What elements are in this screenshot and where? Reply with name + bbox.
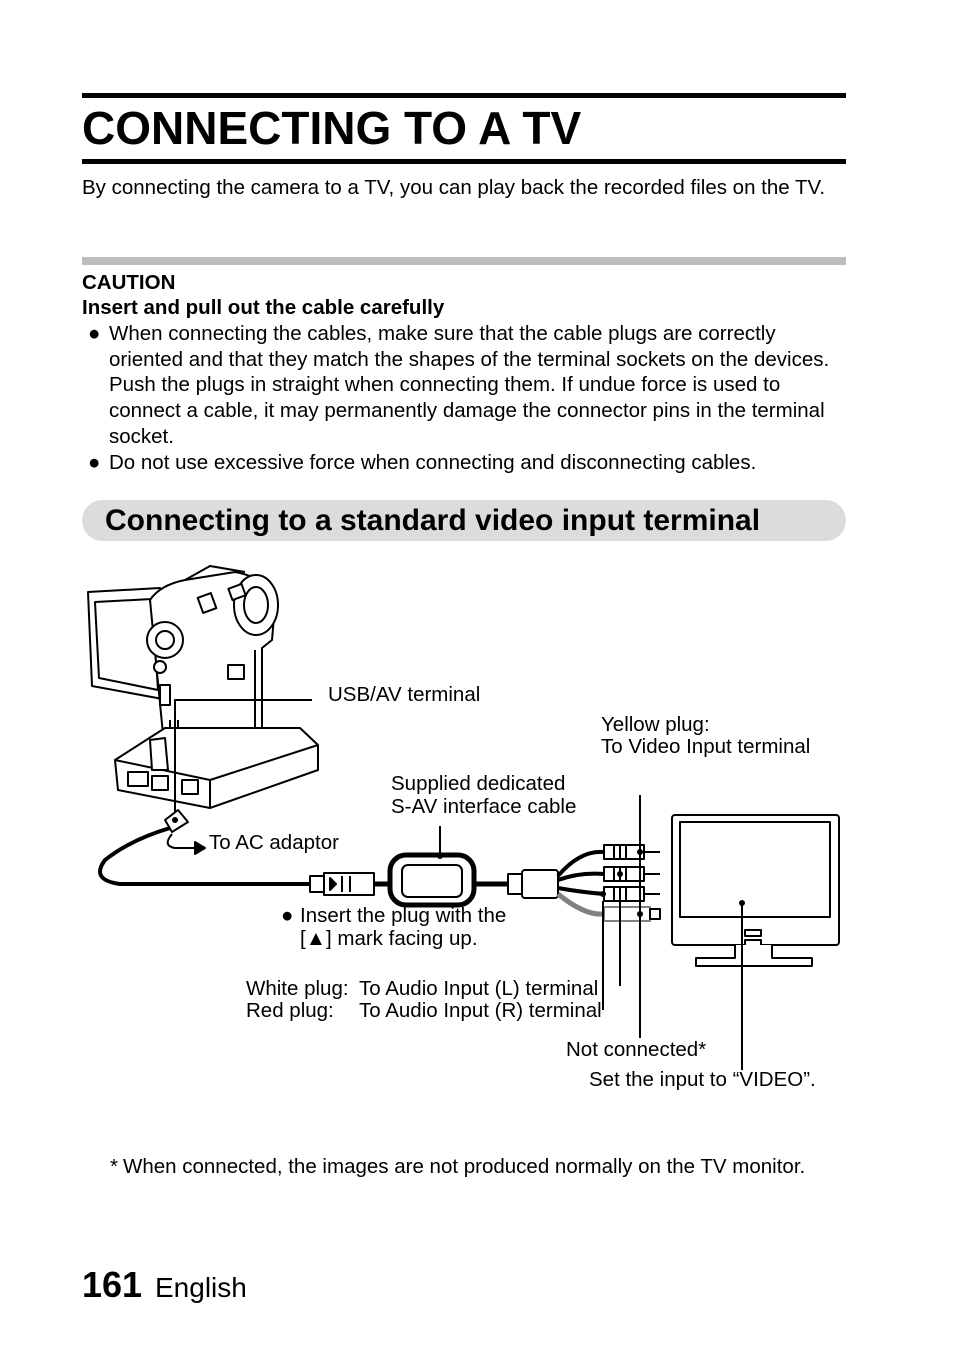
label-white-plug-dest: To Audio Input (L) terminal xyxy=(359,977,599,1000)
label-insert-plug-line1: Insert the plug with the xyxy=(300,904,507,927)
label-cable-line2: S-AV interface cable xyxy=(391,795,577,818)
label-red-plug-dest: To Audio Input (R) terminal xyxy=(359,999,602,1022)
caution-list: ● When connecting the cables, make sure t… xyxy=(82,321,852,475)
label-set-input: Set the input to “VIDEO”. xyxy=(589,1068,816,1091)
yellow-rca-plug-icon xyxy=(603,844,660,860)
usb-av-leader-line xyxy=(174,699,312,820)
footnote-marker: * xyxy=(110,1155,118,1178)
label-yellow-plug-dest: To Video Input terminal xyxy=(601,735,811,758)
title-rule-bottom xyxy=(82,159,846,164)
tv-icon xyxy=(671,814,840,967)
footnote-text: When connected, the images are not produ… xyxy=(123,1155,806,1178)
label-red-plug-key: Red plug: xyxy=(246,999,334,1022)
docking-station-icon xyxy=(114,727,319,809)
section-title: Connecting to a standard video input ter… xyxy=(105,504,761,537)
label-usb-av-terminal: USB/AV terminal xyxy=(328,683,481,706)
bullet-icon: ● xyxy=(88,322,101,345)
intro-text: By connecting the camera to a TV, you ca… xyxy=(82,176,826,199)
red-rca-plug-icon xyxy=(603,886,660,902)
unused-plug-icon xyxy=(603,906,661,922)
bullet-icon: ● xyxy=(88,450,101,474)
page-title: CONNECTING TO A TV xyxy=(82,102,582,154)
footnote: * When connected, the images are not pro… xyxy=(110,1154,830,1180)
label-ac-adaptor: To AC adaptor xyxy=(209,831,339,854)
label-yellow-plug: Yellow plug: xyxy=(601,713,710,736)
label-white-plug-key: White plug: xyxy=(246,977,349,1000)
label-insert-plug-line2: [▲] mark facing up. xyxy=(300,927,478,950)
s-av-plug-icon xyxy=(309,872,375,896)
title-rule-top xyxy=(82,93,846,98)
page-number: 161 xyxy=(82,1264,143,1305)
bullet-icon: ● xyxy=(281,904,294,927)
label-not-connected: Not connected* xyxy=(566,1038,707,1061)
label-cable-line1: Supplied dedicated xyxy=(391,772,566,795)
ac-adaptor-arrow-icon xyxy=(166,833,206,855)
camcorder-icon xyxy=(146,565,279,790)
caution-heading: CAUTION xyxy=(82,271,176,294)
bullet-text: When connecting the cables, make sure th… xyxy=(109,322,830,448)
section-header-background xyxy=(82,500,846,541)
connection-diagram xyxy=(87,565,840,1070)
caution-bullet-2: ● Do not use excessive force when connect… xyxy=(82,450,852,476)
white-rca-plug-icon xyxy=(603,866,660,882)
caution-bullet-1: ● When connecting the cables, make sure t… xyxy=(82,321,852,450)
cable-splitter-icon xyxy=(507,869,559,899)
page-language: English xyxy=(155,1272,247,1303)
ferrite-core-icon xyxy=(387,852,477,908)
caution-subheading: Insert and pull out the cable carefully xyxy=(82,296,445,319)
caution-divider xyxy=(82,257,846,265)
bullet-text: Do not use excessive force when connecti… xyxy=(109,450,757,474)
